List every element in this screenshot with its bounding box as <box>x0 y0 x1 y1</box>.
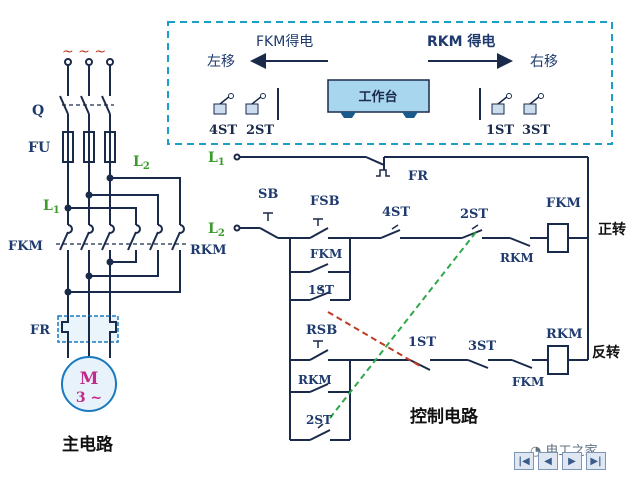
motor-m-label: M <box>80 369 99 389</box>
watermark: ◔ 电工之家 <box>530 440 598 459</box>
2st-lower-label: 2ST <box>306 413 332 427</box>
switch-4st-label: 4ST <box>209 123 237 138</box>
fkm-coil-label: FKM <box>546 196 581 211</box>
2st-label: 2ST <box>460 207 488 222</box>
fkm-hold-label: FKM <box>310 247 342 261</box>
ctrl-terminal-l1 <box>233 153 241 161</box>
ctrl-fr-label: FR <box>408 169 428 184</box>
sb-contact <box>259 227 279 239</box>
worktable-cam-right <box>402 112 418 118</box>
worktable-label: 工作台 <box>358 89 397 105</box>
rkm-coil-label: RKM <box>546 327 583 342</box>
1st-label: 1ST <box>408 335 436 350</box>
fkm-energized-label: FKM得电 <box>256 33 313 50</box>
watermark-icon: ◔ <box>530 444 542 459</box>
main-fkm-label: FKM <box>8 239 43 254</box>
main-l2-label: L2 <box>133 154 150 172</box>
supply-symbol: ~ ~ ~ <box>62 44 106 60</box>
sb-label: SB <box>258 187 278 202</box>
forward-label: 正转 <box>598 221 626 238</box>
main-circuit <box>56 58 186 412</box>
2st-lower-contact <box>309 429 331 441</box>
fkm-coil <box>547 223 569 253</box>
fkm-interlock-contact <box>511 359 533 369</box>
control-circuit-caption: 控制电路 <box>410 406 479 427</box>
fkm-hold-contact <box>309 263 329 273</box>
fr-contact <box>365 156 385 166</box>
reverse-label: 反转 <box>592 344 620 361</box>
right-move-label: 右移 <box>530 54 558 70</box>
fkm-interlock-label: FKM <box>512 375 544 389</box>
limit-switch-2st-icon <box>245 93 266 115</box>
nav-bar: |◀ ◀ ▶ ▶| <box>514 452 610 472</box>
main-circuit-labels: ~ ~ ~ Q FU L1 L2 FKM RKM FR M 3 ~ 主电路 <box>8 44 227 455</box>
control-circuit-labels: L1 FR L2 SB FSB FKM 1ST RSB RKM 2ST 4ST … <box>208 150 626 427</box>
3st-label: 3ST <box>468 339 496 354</box>
limit-switch-3st-icon <box>523 93 544 115</box>
1st-upper-label: 1ST <box>308 283 334 297</box>
first-page-icon[interactable]: |◀ <box>514 452 534 470</box>
ctrl-l2-label: L2 <box>208 221 225 239</box>
rkm-hold-label: RKM <box>298 373 332 387</box>
worktable-cam-left <box>340 112 356 118</box>
switch-3st-label: 3ST <box>522 123 550 138</box>
control-circuit <box>233 153 589 441</box>
main-fr-label: FR <box>30 323 50 338</box>
switch-2st-label: 2ST <box>246 123 274 138</box>
rkm-coil <box>547 345 569 375</box>
1st-upper-contact <box>309 291 331 301</box>
switch-1st-label: 1ST <box>486 123 514 138</box>
3st-contact <box>467 359 489 369</box>
worktable <box>327 79 430 113</box>
limit-switch-1st-icon <box>491 93 512 115</box>
main-l1-label: L1 <box>43 198 60 216</box>
ctrl-terminal-l2 <box>233 224 241 232</box>
q-label: Q <box>32 103 44 119</box>
main-rkm-label: RKM <box>190 243 227 258</box>
fsb-label: FSB <box>310 194 340 209</box>
1st-contact <box>409 359 431 371</box>
green-link-2st <box>329 231 477 419</box>
motor-phase-label: 3 ~ <box>76 390 102 406</box>
2st-contact <box>461 229 483 239</box>
rkm-hold-contact <box>309 383 329 393</box>
rkm-interlock-contact <box>509 237 531 247</box>
rsb-contact <box>309 349 329 361</box>
main-circuit-caption: 主电路 <box>62 434 114 455</box>
red-link-1st <box>327 311 421 367</box>
terminal-l3 <box>106 58 114 66</box>
ctrl-l1-label: L1 <box>208 150 225 168</box>
fsb-contact <box>309 227 329 239</box>
next-page-icon[interactable]: ▶ <box>562 452 582 470</box>
4st-contact <box>380 229 401 239</box>
limit-switch-4st-icon <box>213 93 234 115</box>
rkm-energized-label: RKM 得电 <box>427 33 495 50</box>
rkm-interlock-label: RKM <box>500 251 534 265</box>
worktable-panel: FKM得电 RKM 得电 左移 右移 工作台 <box>167 21 613 145</box>
fu-label: FU <box>28 140 50 156</box>
watermark-text: 电工之家 <box>545 444 597 459</box>
left-move-label: 左移 <box>207 54 235 70</box>
rsb-label: RSB <box>306 323 337 338</box>
panel-border <box>167 21 613 145</box>
prev-page-icon[interactable]: ◀ <box>538 452 558 470</box>
4st-label: 4ST <box>382 205 410 220</box>
motor-icon <box>61 356 117 412</box>
last-page-icon[interactable]: ▶| <box>586 452 606 470</box>
